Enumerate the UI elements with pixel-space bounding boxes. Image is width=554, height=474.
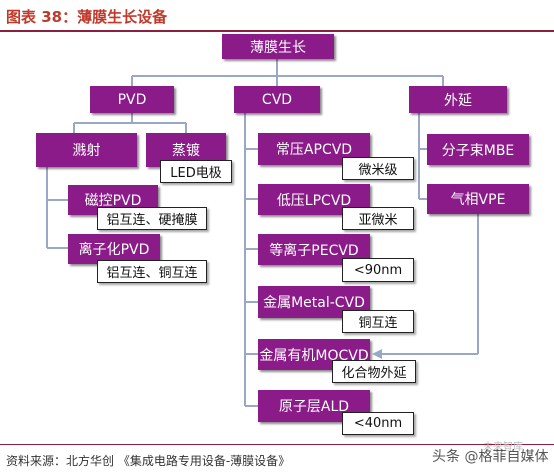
figure-title: 图表 38：薄膜生长设备 [6,8,168,26]
note-apcvd: 微米级 [342,157,414,180]
node-lpcvd: 低压LPCVD [258,184,370,215]
node-mocvd: 金属有机MOCVD [258,339,370,370]
node-pecvd: 等离子PECVD [258,234,370,265]
node-sputter: 溅射 [36,133,137,167]
footer-rule [0,444,554,445]
node-vpe: 气相VPE [427,184,529,214]
node-mbe: 分子束MBE [427,134,529,165]
note-ionized-pvd: 铝互连、铜互连 [97,260,207,283]
node-epitaxy: 外延 [409,86,507,113]
node-ionized-pvd: 离子化PVD [68,234,160,264]
node-root: 薄膜生长 [222,34,334,59]
note-metal-cvd: 铜互连 [342,310,414,333]
node-metal-cvd: 金属Metal-CVD [258,286,370,318]
note-mocvd: 化合物外延 [332,360,416,383]
note-lpcvd: 亚微米 [342,207,414,230]
node-pvd: PVD [90,86,174,113]
note-pecvd: <90nm [342,258,414,282]
node-cvd: CVD [234,86,320,113]
note-ald: <40nm [342,412,414,435]
node-ald: 原子层ALD [258,390,370,422]
watermark-sub: 未来智库 [483,442,523,453]
title-rule [0,30,554,32]
watermark: 头条 @格菲自媒体 [432,449,549,465]
note-evaporation: LED电极 [160,160,232,183]
note-magnetron-pvd: 铝互连、硬掩膜 [97,207,207,230]
source-note: 资料来源：北方华创 《集成电路专用设备-薄膜设备》 [6,454,291,468]
